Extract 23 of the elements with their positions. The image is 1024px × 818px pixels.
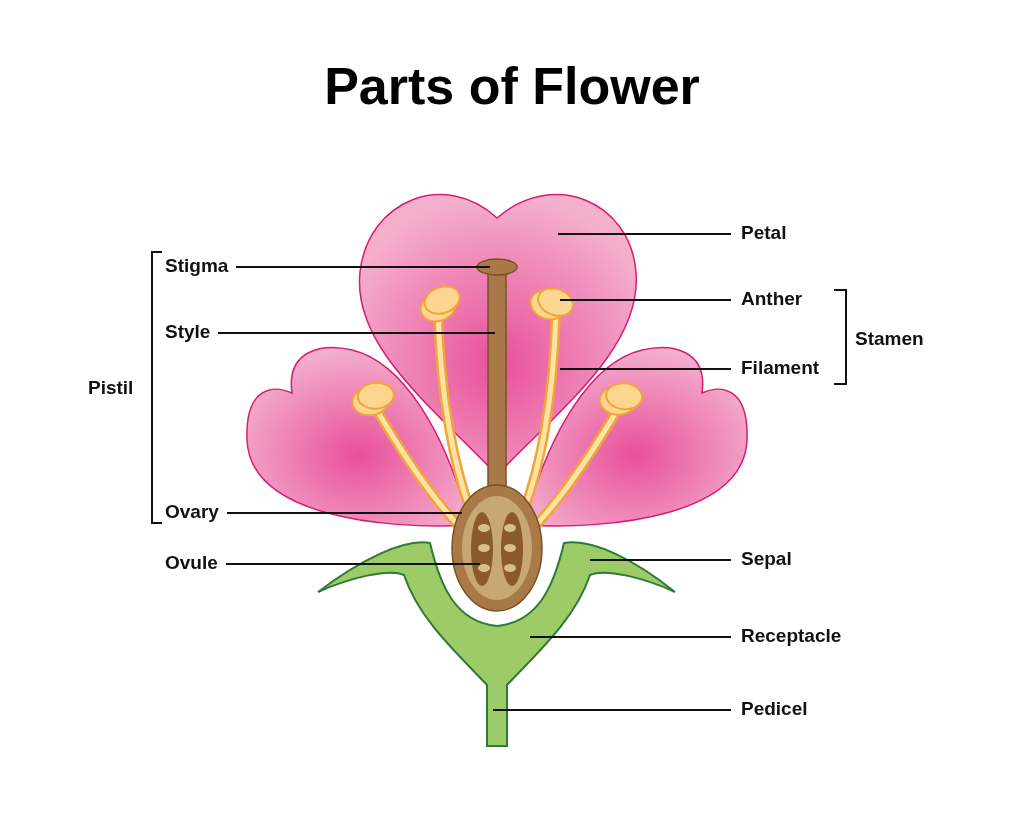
part-label: Ovary (165, 501, 219, 523)
group-label: Pistil (88, 377, 134, 399)
part-label: Sepal (741, 548, 792, 570)
group-label: Stamen (855, 328, 924, 350)
leader-line (225, 563, 481, 565)
leader-line (557, 233, 732, 235)
part-label: Filament (741, 357, 820, 379)
leader-line (226, 512, 463, 514)
title: Parts of Flower (323, 58, 701, 116)
leader-line (589, 559, 732, 561)
part-label: Pedicel (741, 698, 808, 720)
part-label: Petal (741, 222, 787, 244)
part-label: Receptacle (741, 625, 842, 647)
part-label: Style (165, 321, 211, 343)
part-label: Ovule (165, 552, 218, 574)
leader-line (559, 299, 732, 301)
leader-line (529, 636, 732, 638)
part-label: Stigma (165, 255, 229, 277)
leader-line (492, 709, 732, 711)
leader-line (235, 266, 491, 268)
leader-line (217, 332, 496, 334)
part-label: Anther (741, 288, 803, 310)
leader-line (559, 368, 732, 370)
